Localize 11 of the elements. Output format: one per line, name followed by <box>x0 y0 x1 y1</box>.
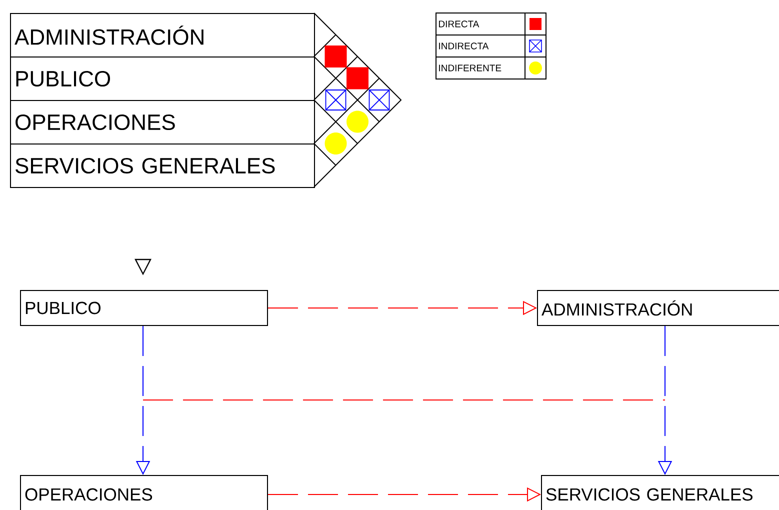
matrix-row-box: OPERACIONES <box>10 100 315 144</box>
process-box: SERVICIOS GENERALES <box>541 475 779 510</box>
matrix-row-box: ADMINISTRACIÓN <box>10 13 315 58</box>
process-box: ADMINISTRACIÓN <box>537 290 779 326</box>
legend-text: INDIFERENTE <box>439 64 502 72</box>
legend-text: INDIRECTA <box>439 42 489 50</box>
legend-text: DIRECTA <box>439 20 480 28</box>
matrix-row-box: SERVICIOS GENERALES <box>10 144 315 188</box>
process-box: OPERACIONES <box>20 475 268 510</box>
matrix-row-box: PUBLICO <box>10 56 315 101</box>
process-box: PUBLICO <box>20 290 268 326</box>
